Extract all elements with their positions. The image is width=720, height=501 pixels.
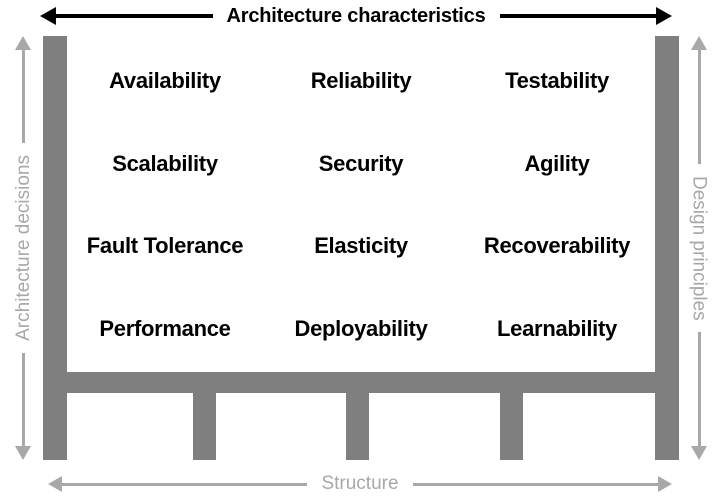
top-arrow-right-line (499, 14, 659, 18)
top-arrow-right-head-icon (656, 7, 673, 25)
characteristics-grid: Availability Reliability Testability Sca… (67, 40, 655, 370)
leg-2 (193, 393, 216, 460)
top-arrow-left-head-icon (40, 7, 56, 25)
right-arrow: Design principles (682, 36, 716, 460)
left-arrow-down-head-icon (15, 446, 31, 460)
characteristic-item: Learnability (497, 315, 617, 341)
right-arrow-lower-line (697, 332, 701, 447)
leg-3 (346, 393, 369, 460)
characteristic-item: Fault Tolerance (86, 233, 244, 259)
bottom-arrow-right-line (412, 482, 658, 486)
left-pillar (43, 36, 67, 393)
top-arrow-label: Architecture characteristics (226, 4, 486, 27)
characteristic-item: Security (318, 150, 404, 176)
characteristic-item: Availability (109, 68, 221, 94)
right-arrow-label: Design principles (688, 175, 710, 321)
horizontal-beam (43, 372, 679, 393)
left-arrow: Architecture decisions (6, 36, 40, 460)
bottom-arrow-left-head-icon (48, 476, 62, 492)
characteristic-item: Performance (99, 315, 231, 341)
characteristic-item: Deployability (294, 315, 428, 341)
top-arrow-left-line (54, 14, 213, 18)
leg-1 (43, 393, 67, 460)
right-arrow-upper-line (697, 49, 701, 164)
bottom-arrow-label: Structure (321, 473, 399, 494)
left-arrow-upper-line (21, 49, 25, 144)
left-arrow-up-head-icon (15, 36, 31, 50)
leg-4 (500, 393, 523, 460)
bottom-arrow: Structure (48, 468, 672, 500)
right-pillar (655, 36, 679, 393)
bottom-arrow-left-line (62, 482, 308, 486)
characteristic-item: Scalability (112, 150, 218, 176)
characteristic-item: Testability (505, 68, 609, 94)
characteristic-item: Reliability (310, 68, 412, 94)
characteristic-item: Recoverability (483, 233, 631, 259)
bottom-arrow-right-head-icon (658, 476, 672, 492)
characteristic-item: Agility (524, 150, 590, 176)
leg-5 (655, 393, 679, 460)
characteristic-item: Elasticity (314, 233, 408, 259)
top-arrow: Architecture characteristics (40, 0, 673, 32)
right-arrow-down-head-icon (691, 446, 707, 460)
left-arrow-lower-line (21, 352, 25, 447)
right-arrow-up-head-icon (691, 36, 707, 50)
left-arrow-label: Architecture decisions (12, 155, 34, 341)
